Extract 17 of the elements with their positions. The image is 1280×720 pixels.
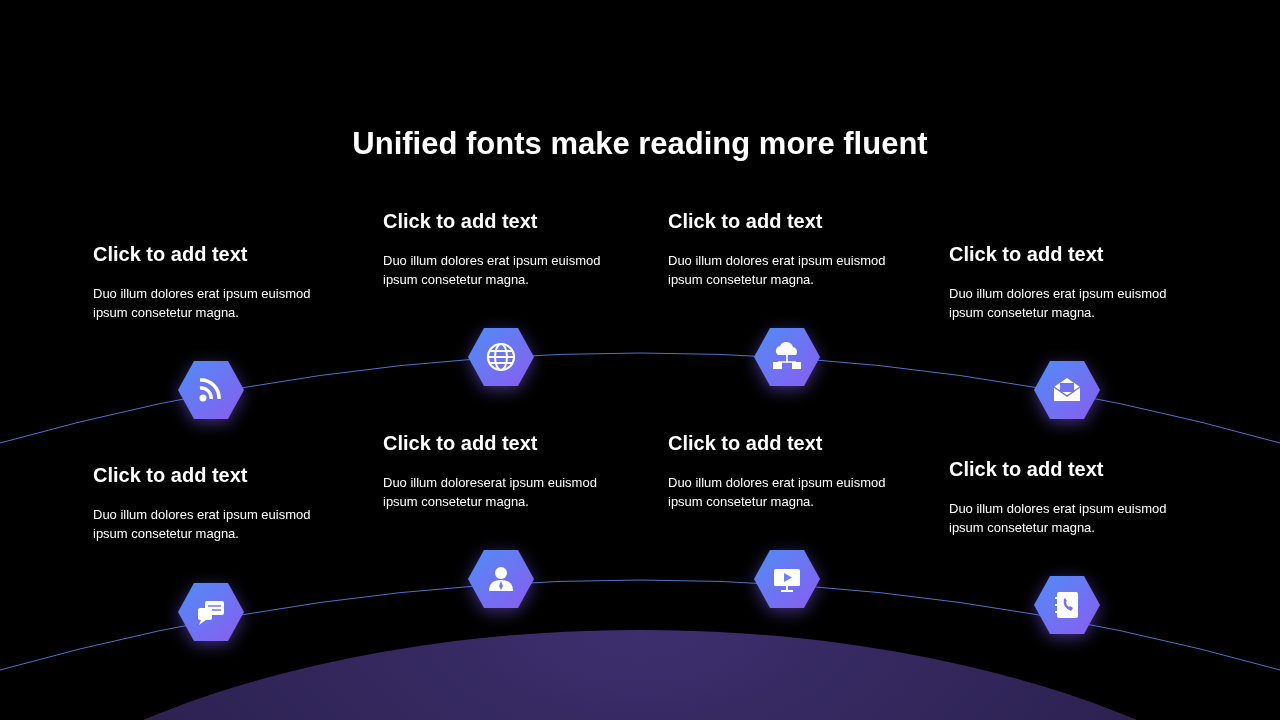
item-heading: Click to add text [383,210,538,233]
item-description: Duo illum dolores erat ipsum euismod ipsum consetetur magna. [93,506,312,543]
slide-title: Unified fonts make reading more fluent [351,126,929,162]
item-heading: Click to add text [668,210,823,233]
item-description: Duo illum dolores erat ipsum euismod ipsum consetetur magna. [949,500,1168,537]
item-heading: Click to add text [668,432,823,455]
item-heading: Click to add text [949,458,1104,481]
item-description: Duo illum dolores erat ipsum euismod ipsum consetetur magna. [668,474,887,511]
item-heading: Click to add text [383,432,538,455]
item-description: Duo illum dolores erat ipsum euismod ipsum consetetur magna. [93,285,312,322]
item-description: Duo illum dolores erat ipsum euismod ipsum consetetur magna. [668,252,887,289]
item-heading: Click to add text [93,464,248,487]
item-description: Duo illum doloreserat ipsum euismod ipsum consetetur magna. [383,474,598,511]
item-description: Duo illum dolores erat ipsum euismod ipsum consetetur magna. [383,252,602,289]
item-description: Duo illum dolores erat ipsum euismod ipsum consetetur magna. [949,285,1168,322]
item-heading: Click to add text [949,243,1104,266]
item-heading: Click to add text [93,243,248,266]
